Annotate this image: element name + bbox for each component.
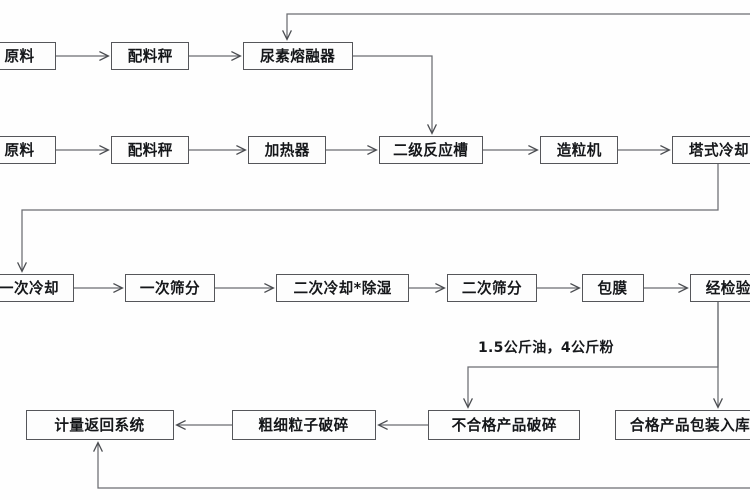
flow-node-label: 经检验	[705, 278, 750, 297]
flow-node-label: 塔式冷却	[688, 140, 750, 159]
flow-node-label: 一次筛分	[139, 278, 201, 297]
flow-node-reactor2[interactable]: 二级反应槽	[379, 136, 483, 164]
flow-node-label: 原料	[4, 46, 36, 65]
edge-urea-reactor2	[353, 55, 432, 133]
flow-node-label: 加热器	[264, 140, 310, 159]
flow-node-cool1[interactable]: 一次冷却	[0, 274, 74, 302]
flow-node-label: 原料	[4, 140, 36, 159]
flow-node-raw1[interactable]: 原料	[0, 42, 56, 70]
flow-node-label: 二次冷却*除湿	[293, 278, 392, 297]
flow-node-granul[interactable]: 造粒机	[540, 136, 618, 164]
edge-bottom-meterret	[98, 443, 750, 489]
flow-node-label: 二级反应槽	[393, 140, 469, 159]
flow-node-urea[interactable]: 尿素熔融器	[243, 42, 353, 70]
flow-node-coating[interactable]: 包膜	[582, 274, 644, 302]
flow-node-label: 包膜	[597, 278, 629, 297]
flow-node-scale1[interactable]: 配料秤	[111, 42, 189, 70]
edge-tower-cool1	[22, 164, 719, 271]
flow-node-label: 计量返回系统	[54, 415, 146, 434]
flow-node-cool2[interactable]: 二次冷却*除湿	[276, 274, 409, 302]
flow-node-packgood[interactable]: 合格产品包装入库	[615, 410, 750, 440]
flow-node-towercool[interactable]: 塔式冷却	[672, 136, 750, 164]
flow-node-label: 尿素熔融器	[260, 46, 336, 65]
flow-node-label: 粗细粒子破碎	[258, 415, 350, 434]
flow-node-heater[interactable]: 加热器	[248, 136, 326, 164]
flow-node-label: 一次冷却	[0, 278, 60, 297]
flow-node-label: 造粒机	[556, 140, 602, 159]
flow-node-sieve1[interactable]: 一次筛分	[125, 274, 215, 302]
flow-node-label: 二次筛分	[461, 278, 523, 297]
flow-node-raw2[interactable]: 原料	[0, 136, 56, 164]
flow-node-crushcf[interactable]: 粗细粒子破碎	[232, 410, 376, 440]
flow-node-label: 不合格产品破碎	[451, 415, 557, 434]
flow-node-sieve2[interactable]: 二次筛分	[447, 274, 537, 302]
flow-node-crushbad[interactable]: 不合格产品破碎	[428, 410, 580, 440]
annotation-oil-powder-note: 1.5公斤油，4公斤粉	[478, 340, 614, 356]
flow-node-meterret[interactable]: 计量返回系统	[26, 410, 174, 440]
flow-node-scale2[interactable]: 配料秤	[111, 136, 189, 164]
edge-topreturn-urea	[287, 13, 750, 39]
flow-node-label: 合格产品包装入库	[630, 415, 750, 434]
flow-node-label: 配料秤	[127, 46, 173, 65]
flow-node-inspect[interactable]: 经检验	[690, 274, 750, 302]
flow-node-label: 配料秤	[127, 140, 173, 159]
